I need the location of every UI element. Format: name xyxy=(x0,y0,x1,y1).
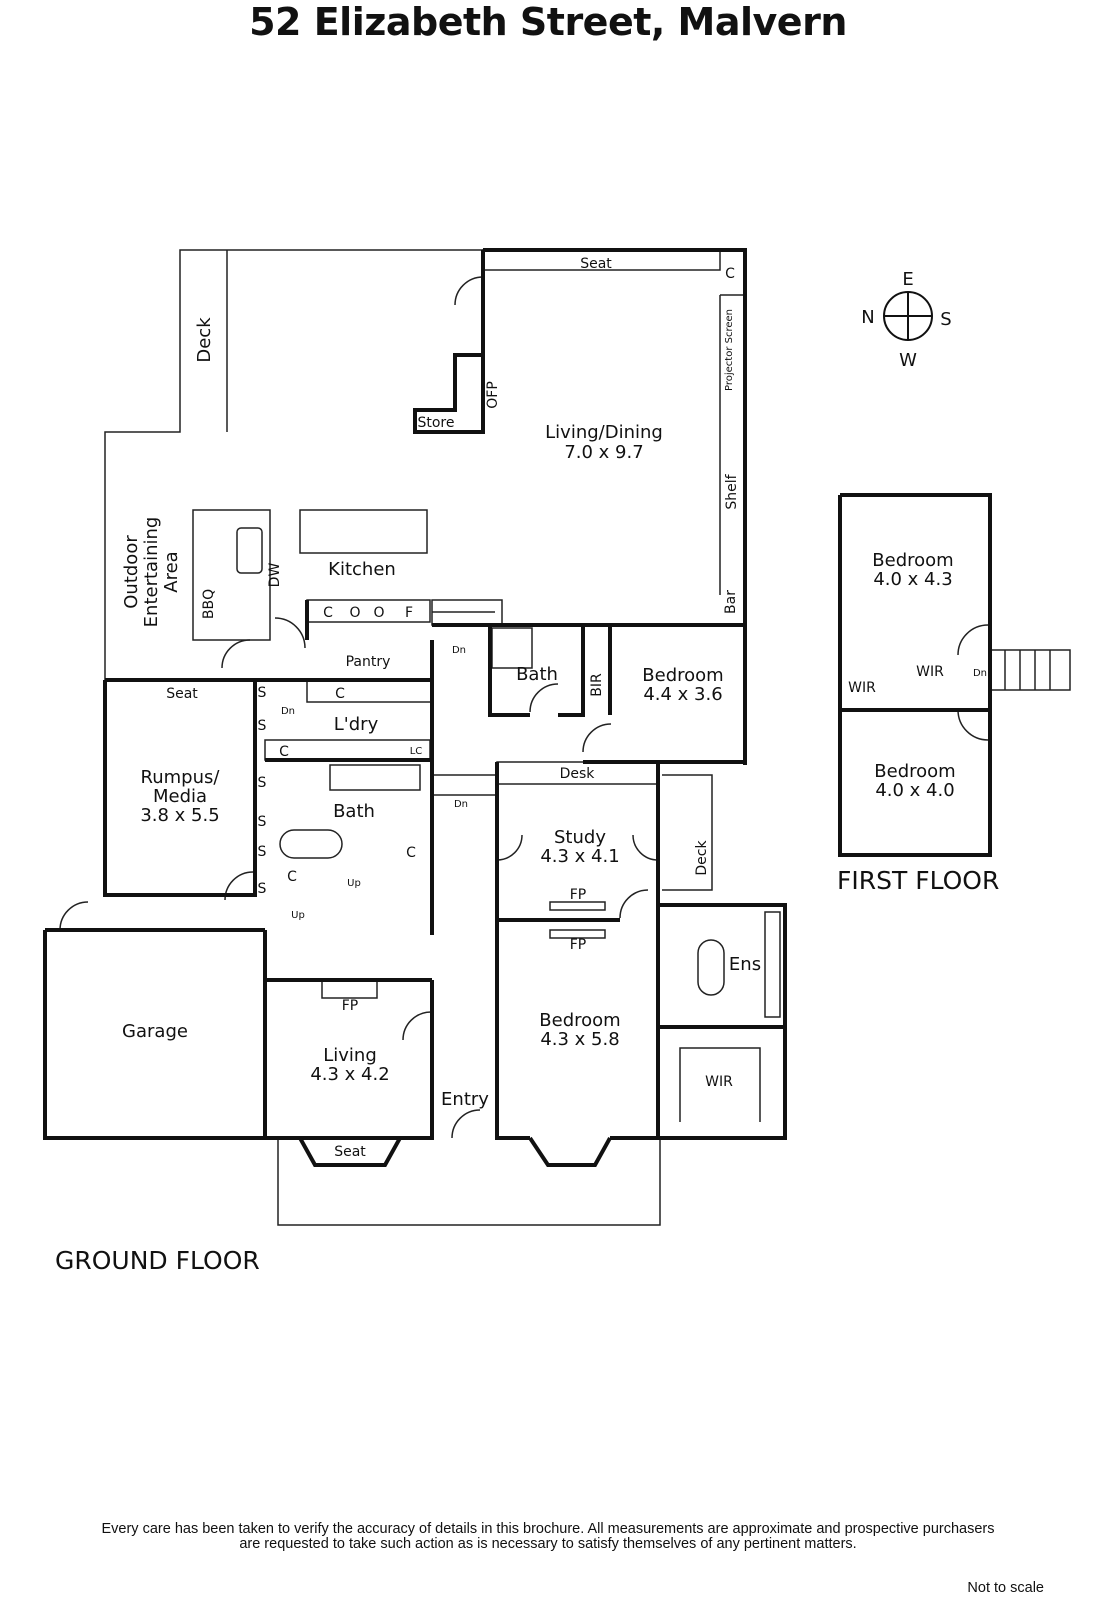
fireplace-label: FP xyxy=(570,937,587,953)
rumpus-size: 3.8 x 5.5 xyxy=(140,805,219,826)
oven-label: O xyxy=(349,605,360,621)
first-bedroom-2-label: Bedroom xyxy=(874,761,955,782)
walls-thin xyxy=(59,249,1071,1226)
compass-s: S xyxy=(940,309,951,330)
stairs-down-label: Dn xyxy=(454,799,468,810)
kitchen-label: Kitchen xyxy=(328,559,396,580)
living-size: 4.3 x 4.2 xyxy=(310,1064,389,1085)
projector-screen-label: Projector Screen xyxy=(724,309,735,391)
first-stairs-down-label: Dn xyxy=(973,668,987,679)
first-wir-1-label: WIR xyxy=(848,680,876,696)
rumpus-label-2: Media xyxy=(153,786,207,807)
stairs-down-label: Dn xyxy=(452,645,466,656)
deck-right-label: Deck xyxy=(694,840,710,876)
compass-n: N xyxy=(861,307,874,328)
cupboard-top-label: C xyxy=(725,266,735,282)
fridge-label: F xyxy=(405,605,413,621)
linen-cupboard-label: LC xyxy=(410,746,423,757)
shelf-s: S xyxy=(258,844,267,860)
dishwasher-label: DW xyxy=(267,563,283,588)
bedroom-a-size: 4.4 x 3.6 xyxy=(643,684,722,705)
shelf-s: S xyxy=(258,775,267,791)
ground-floor-label: GROUND FLOOR xyxy=(55,1246,260,1275)
garage-label: Garage xyxy=(122,1021,188,1042)
pantry-label: Pantry xyxy=(346,654,391,670)
bbq-label: BBQ xyxy=(201,589,217,619)
cupboard-label: C xyxy=(287,869,297,885)
bar-label: Bar xyxy=(723,590,739,614)
not-to-scale-note: Not to scale xyxy=(967,1580,1044,1596)
cupboard-label: C xyxy=(323,605,333,621)
bedroom-b-size: 4.3 x 5.8 xyxy=(540,1029,619,1050)
stairs-down-label: Dn xyxy=(281,706,295,717)
study-label: Study xyxy=(554,827,606,848)
laundry-label: L'dry xyxy=(334,714,379,735)
oven-label: O xyxy=(373,605,384,621)
living-dining-size: 7.0 x 9.7 xyxy=(564,442,643,463)
ensuite-label: Ens xyxy=(729,954,761,975)
first-bedroom-2-size: 4.0 x 4.0 xyxy=(875,780,954,801)
first-bedroom-1-label: Bedroom xyxy=(872,550,953,571)
outdoor-line3: Area xyxy=(161,551,182,592)
bath-lower-label: Bath xyxy=(333,801,375,822)
shelf-s: S xyxy=(258,881,267,897)
stairs-up-label: Up xyxy=(347,878,361,889)
seat-front-label: Seat xyxy=(334,1144,366,1160)
cupboard-label: C xyxy=(406,845,416,861)
first-floor-label: FIRST FLOOR xyxy=(837,866,999,895)
wir-label: WIR xyxy=(705,1074,733,1090)
outdoor-line2: Entertaining xyxy=(141,517,162,628)
outdoor-line1: Outdoor xyxy=(121,535,142,609)
cupboard-label: C xyxy=(335,686,345,702)
fireplace-label: FP xyxy=(570,887,587,903)
first-wir-2-label: WIR xyxy=(916,664,944,680)
first-bedroom-1-size: 4.0 x 4.3 xyxy=(873,569,952,590)
fireplace-label: FP xyxy=(342,998,359,1014)
entry-label: Entry xyxy=(441,1089,489,1110)
seat-top-label: Seat xyxy=(580,256,612,272)
ofp-label: OFP xyxy=(485,381,501,409)
living-label: Living xyxy=(323,1045,377,1066)
property-title: 52 Elizabeth Street, Malvern xyxy=(249,0,847,44)
shelf-s: S xyxy=(258,685,267,701)
desk-label: Desk xyxy=(560,766,596,782)
bir-label: BIR xyxy=(589,673,605,697)
bath-upper-label: Bath xyxy=(516,664,558,685)
shelf-s: S xyxy=(258,814,267,830)
shelf-s: S xyxy=(258,718,267,734)
disclaimer-line-1: Every care has been taken to verify the … xyxy=(101,1521,995,1537)
bedroom-a-label: Bedroom xyxy=(642,665,723,686)
compass xyxy=(883,291,933,341)
study-size: 4.3 x 4.1 xyxy=(540,846,619,867)
store-label: Store xyxy=(417,415,454,431)
bedroom-b-label: Bedroom xyxy=(539,1010,620,1031)
shelf-label: Shelf xyxy=(724,473,740,509)
cupboard-label: C xyxy=(279,744,289,760)
living-dining-label: Living/Dining xyxy=(545,422,663,443)
deck-top-label: Deck xyxy=(194,317,215,363)
disclaimer-line-2: are requested to take such action as is … xyxy=(239,1536,857,1552)
compass-e: E xyxy=(902,269,913,290)
compass-w: W xyxy=(899,350,917,371)
seat-rumpus-label: Seat xyxy=(166,686,198,702)
rumpus-label-1: Rumpus/ xyxy=(141,767,221,788)
stairs-up-label: Up xyxy=(291,910,305,921)
walls-thick xyxy=(43,248,992,1167)
